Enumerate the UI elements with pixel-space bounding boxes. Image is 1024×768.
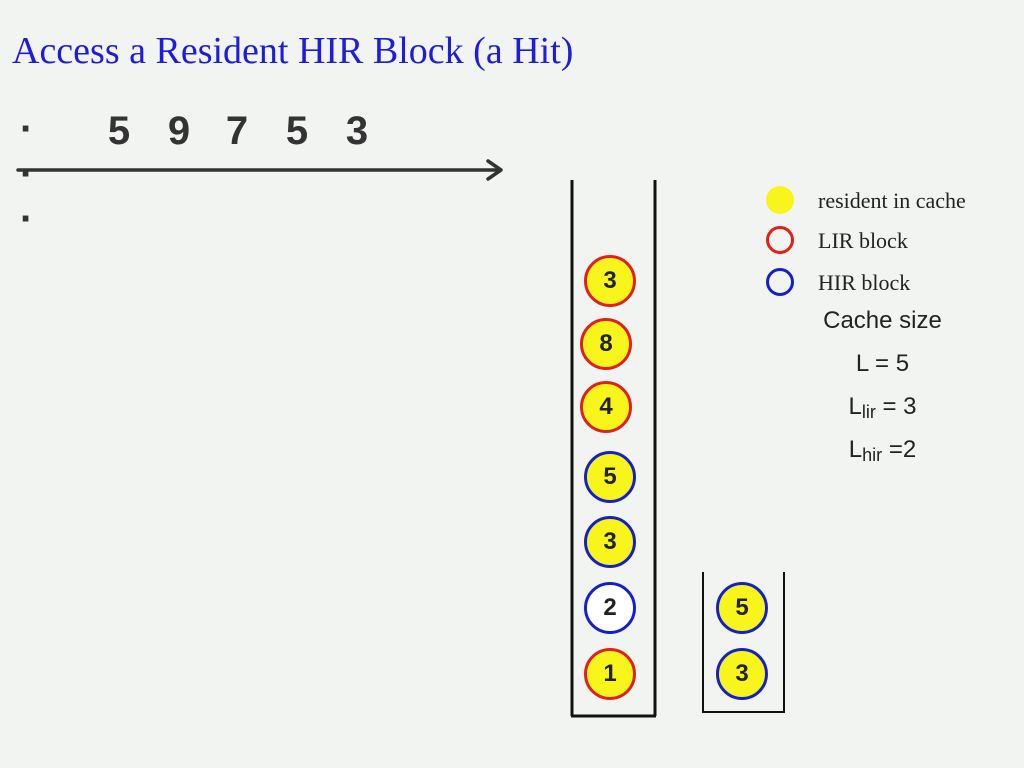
cache-size-total: L = 5 bbox=[855, 350, 910, 377]
stack-s-block: 2 bbox=[584, 582, 636, 634]
legend-lir-label: LIR block bbox=[818, 228, 908, 253]
stack-s-container bbox=[570, 180, 657, 718]
stack-q-block: 3 bbox=[716, 648, 768, 700]
stack-q-block: 5 bbox=[716, 582, 768, 634]
cache-parameters: Cache size L = 5 Llir = 3 Lhir =2 bbox=[800, 306, 965, 478]
hir-capacity: Lhir =2 bbox=[848, 436, 917, 465]
slide-title: Access a Resident HIR Block (a Hit) bbox=[12, 30, 574, 72]
sequence-item: 3 bbox=[345, 109, 369, 153]
sequence-item: 7 bbox=[225, 109, 249, 153]
sequence-item: 5 bbox=[285, 109, 309, 153]
lir-swatch-icon bbox=[766, 226, 794, 254]
cache-size-label: Cache size bbox=[823, 307, 942, 334]
stack-q-container bbox=[702, 572, 785, 713]
stack-s-block: 8 bbox=[580, 318, 632, 370]
lir-capacity: Llir = 3 bbox=[848, 393, 917, 422]
sequence-item: 5 bbox=[107, 109, 131, 153]
sequence-arrow bbox=[16, 159, 503, 181]
stack-s-block: 1 bbox=[584, 648, 636, 700]
stack-s-block: 5 bbox=[584, 451, 636, 503]
legend-hir-label: HIR block bbox=[818, 270, 911, 295]
resident-swatch-icon bbox=[766, 186, 794, 214]
stack-s-block: 3 bbox=[584, 516, 636, 568]
sequence-item: 9 bbox=[167, 109, 191, 153]
stack-s-block: 3 bbox=[584, 255, 636, 307]
hir-swatch-icon bbox=[766, 268, 794, 296]
legend-resident-label: resident in cache bbox=[818, 188, 966, 213]
stack-s-block: 4 bbox=[580, 381, 632, 433]
sequence-ellipsis: · · · bbox=[20, 107, 36, 241]
